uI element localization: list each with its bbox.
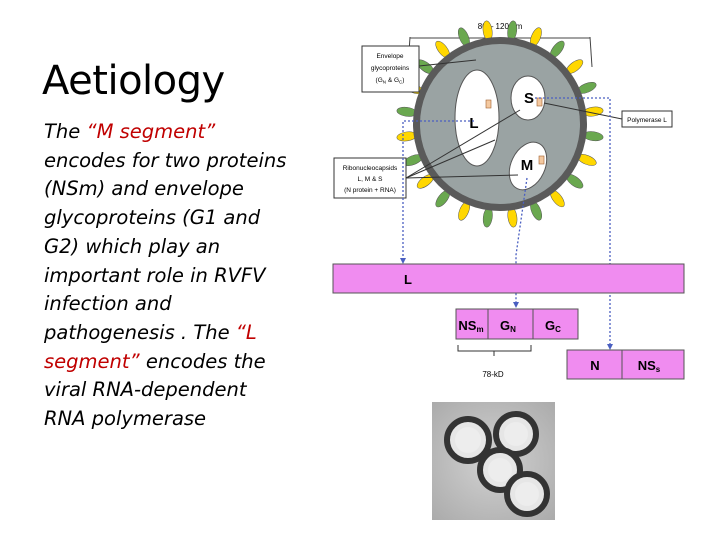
s-segment-bar: N NSs [566,349,685,380]
rnp-label-line3: (N protein + RNA) [344,187,396,194]
rnp-label-line1: Ribonucleocapsids [343,165,398,172]
envelope-pointer-line [418,59,477,67]
l-bar-label: L [404,272,412,287]
m-bar-size-label: 78-kD [482,370,504,379]
rnp-pointer-line-s [405,109,521,179]
gc-label: GC [545,318,561,334]
polymerase-pointer-line [543,102,623,120]
m-bar-rect [455,308,579,340]
envelope-label-line3: (GN & GC) [376,77,405,85]
envelope-glycoproteins-callout: Envelope glycoproteins (GN & GC) [361,45,477,93]
l-segment-bar: L [332,263,685,294]
polymerase-marker-m [538,155,545,165]
l-bar-rect [332,263,685,294]
connector-l [402,120,474,262]
n-label: N [590,358,599,373]
segment-m-label: M [521,157,534,174]
m-segment-capsule [508,141,548,191]
nss-label: NSs [638,358,661,374]
virion-core [420,44,580,204]
s-bar-rect [566,349,685,380]
m-bar-bracket [457,345,532,352]
m-segment-bar: NSm GN GC 78-kD [455,308,579,379]
body-text-2: encodes for two proteins (NSm) and envel… [44,148,287,344]
polymerase-marker-s [536,97,543,107]
polymerase-callout: Polymerase L [543,102,673,128]
rnp-label-box [333,157,407,199]
nsm-label: NSm [458,318,483,334]
ribonucleocapsids-callout: Ribonucleocapsids L, M & S (N protein + … [333,109,521,199]
rnp-pointer-line-m [405,174,519,179]
virion: L S M [413,37,587,211]
segment-l-label: L [469,115,478,132]
body-text-1: The [44,120,87,143]
polymerase-label: Polymerase L [627,117,667,124]
envelope-label-box [361,45,420,93]
rnp-label-line2: L, M & S [358,176,384,183]
segment-s-label: S [524,90,534,107]
size-label: 80 – 120 nm [478,22,523,31]
polymerase-marker-l [485,99,492,109]
envelope-spikes [396,20,604,228]
l-segment-highlight: “L segment” [44,320,257,373]
slide-body-text: The “M segment” encodes for two proteins… [44,118,294,434]
connector-m [515,177,528,306]
envelope-label-line1: Envelope [376,53,403,60]
body-text-3: encodes the viral RNA-dependent RNA poly… [44,349,266,431]
rnp-pointer-line-l [405,139,496,179]
m-segment-highlight: “M segment” [86,120,216,143]
envelope-label-line2: glycoproteins [371,65,410,72]
electron-micrograph-image [432,402,555,520]
virion-particles [444,411,550,517]
gn-label: GN [500,318,516,334]
slide-title: Aetiology [42,58,225,104]
